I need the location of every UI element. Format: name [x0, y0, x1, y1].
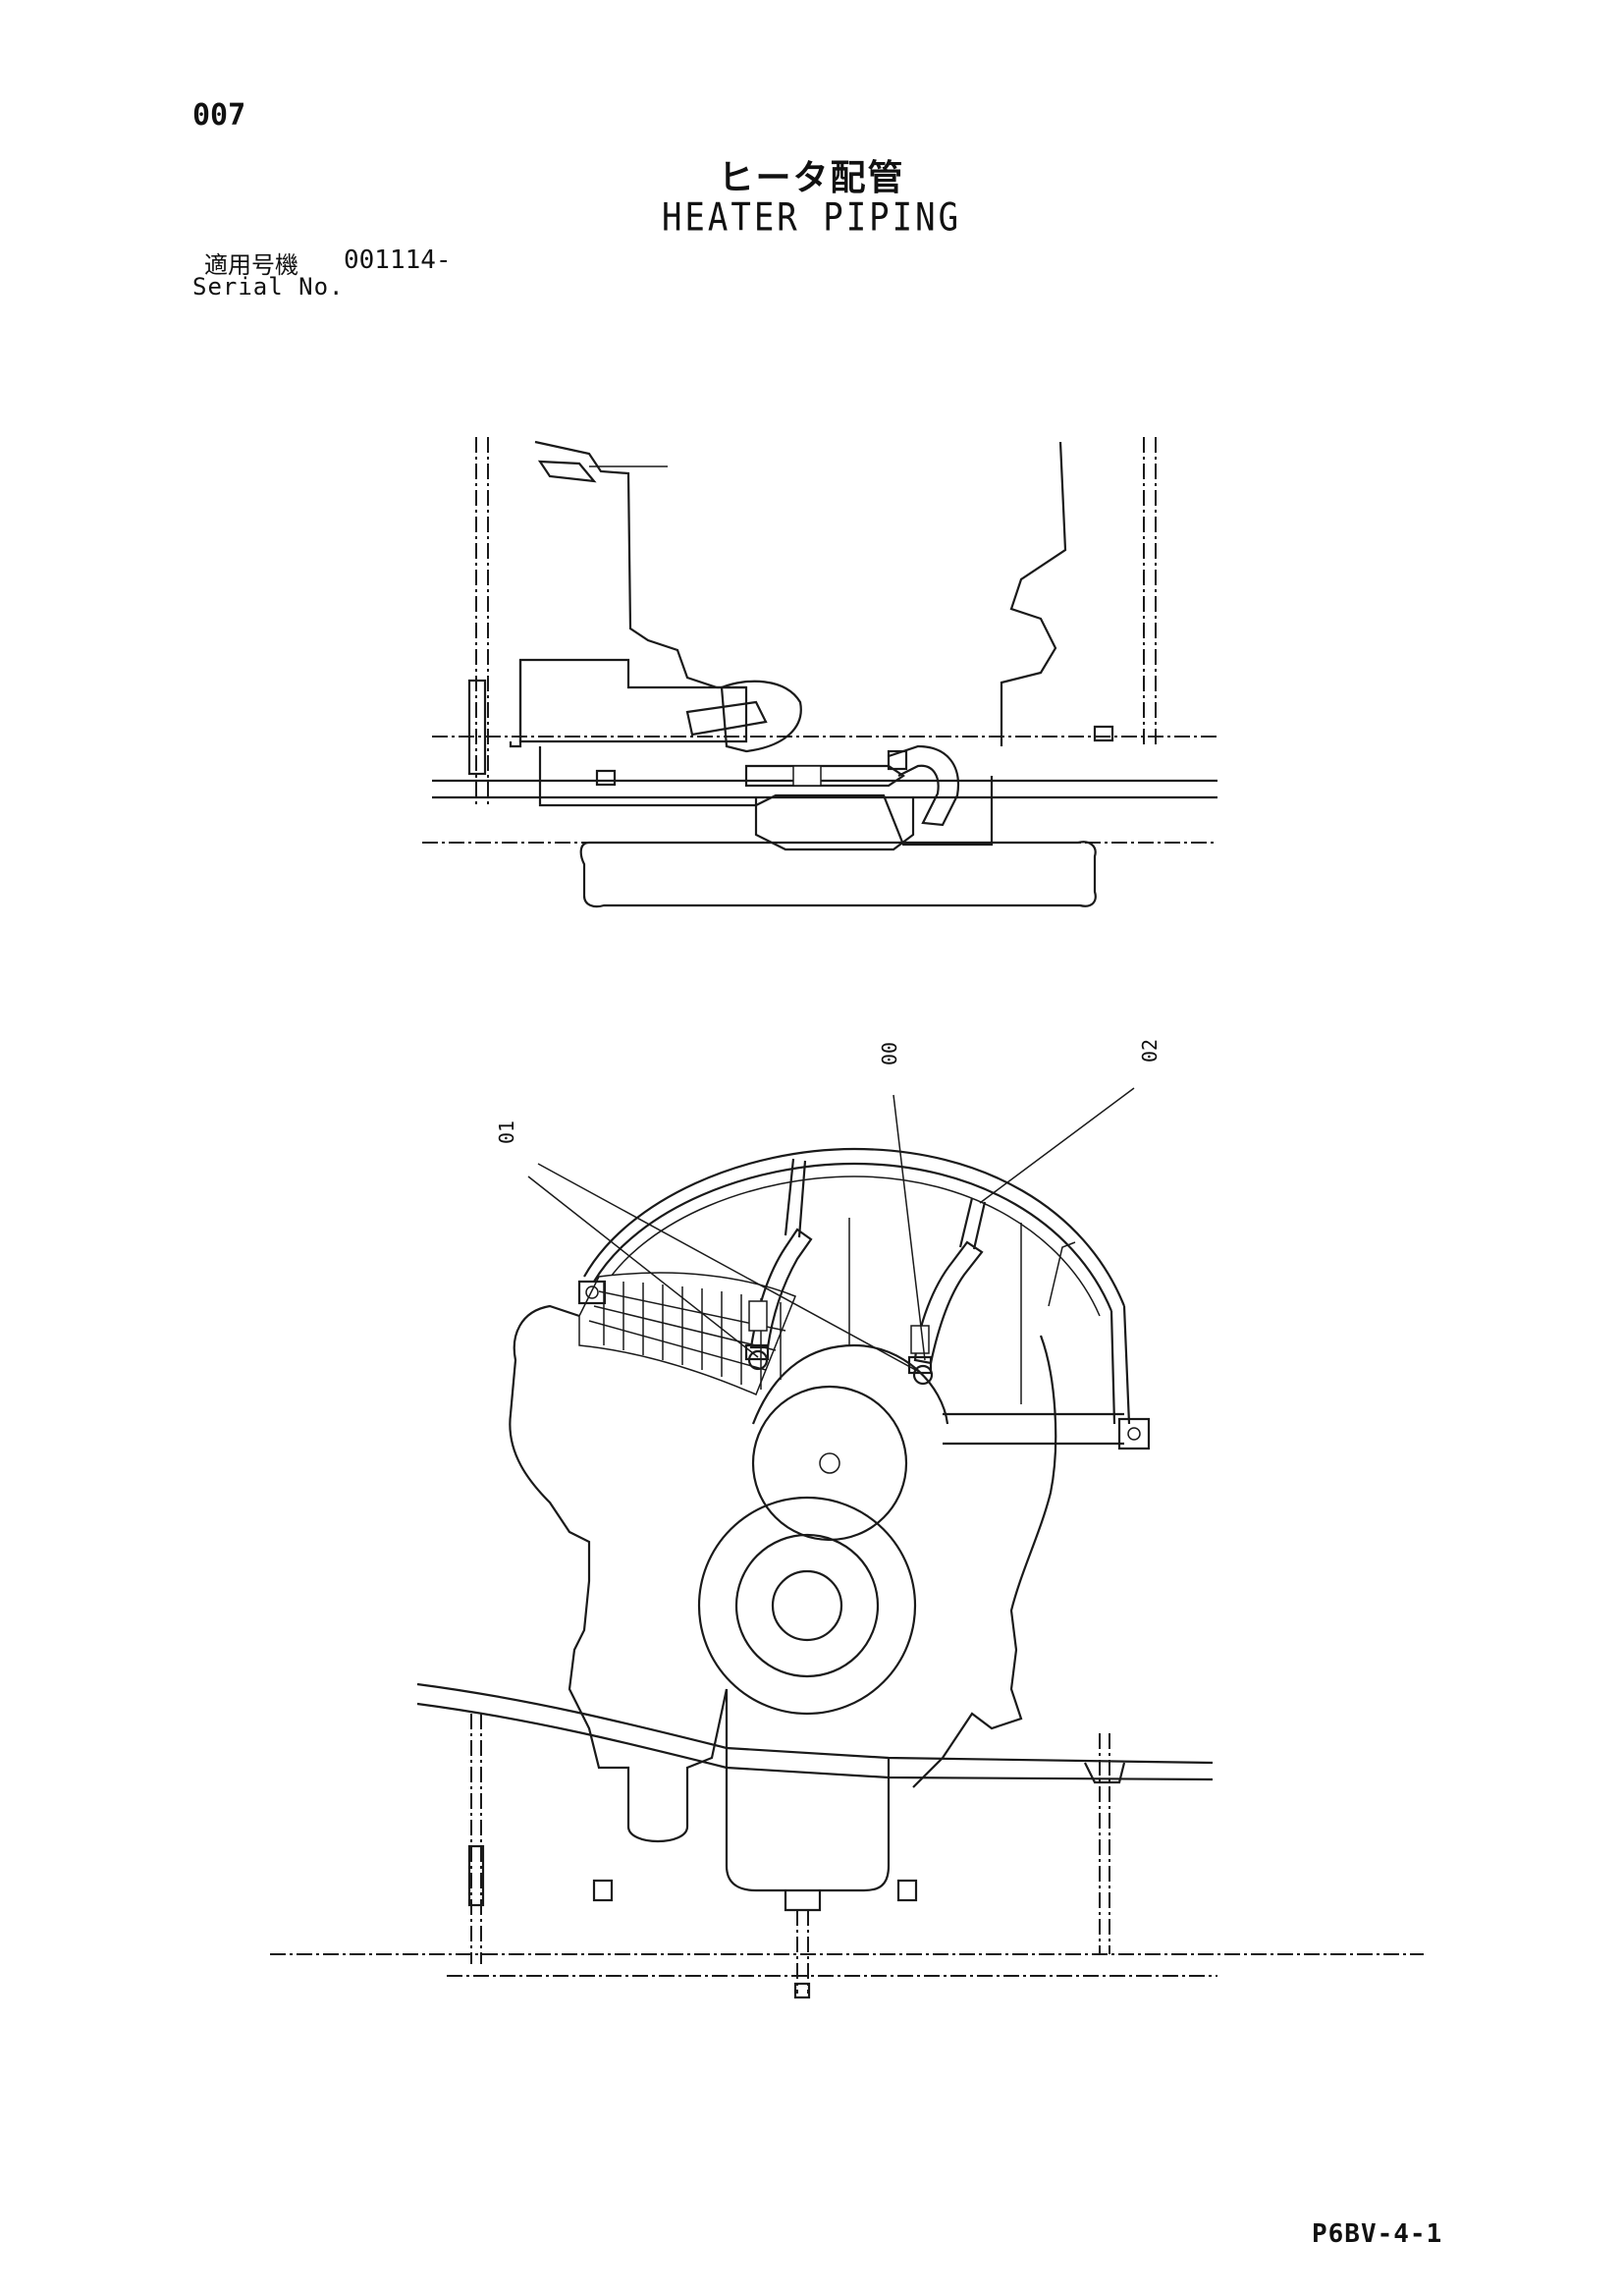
callout-00: 00 — [878, 1042, 901, 1066]
front-view-drawing — [270, 1087, 1424, 1999]
drawing-code: P6BV-4-1 — [1312, 2219, 1443, 2249]
callout-01: 01 — [495, 1121, 518, 1144]
serial-label-jp: 適用号機 — [204, 251, 298, 279]
page-title-jp: ヒータ配管 — [718, 158, 905, 198]
top-view-drawing — [422, 437, 1217, 908]
page-number: 007 — [192, 98, 246, 133]
callout-02: 02 — [1138, 1039, 1162, 1063]
page-title-en: HEATER PIPING — [661, 195, 962, 241]
serial-label-en: Serial No. — [192, 273, 345, 301]
serial-number-value: 001114- — [344, 246, 452, 275]
